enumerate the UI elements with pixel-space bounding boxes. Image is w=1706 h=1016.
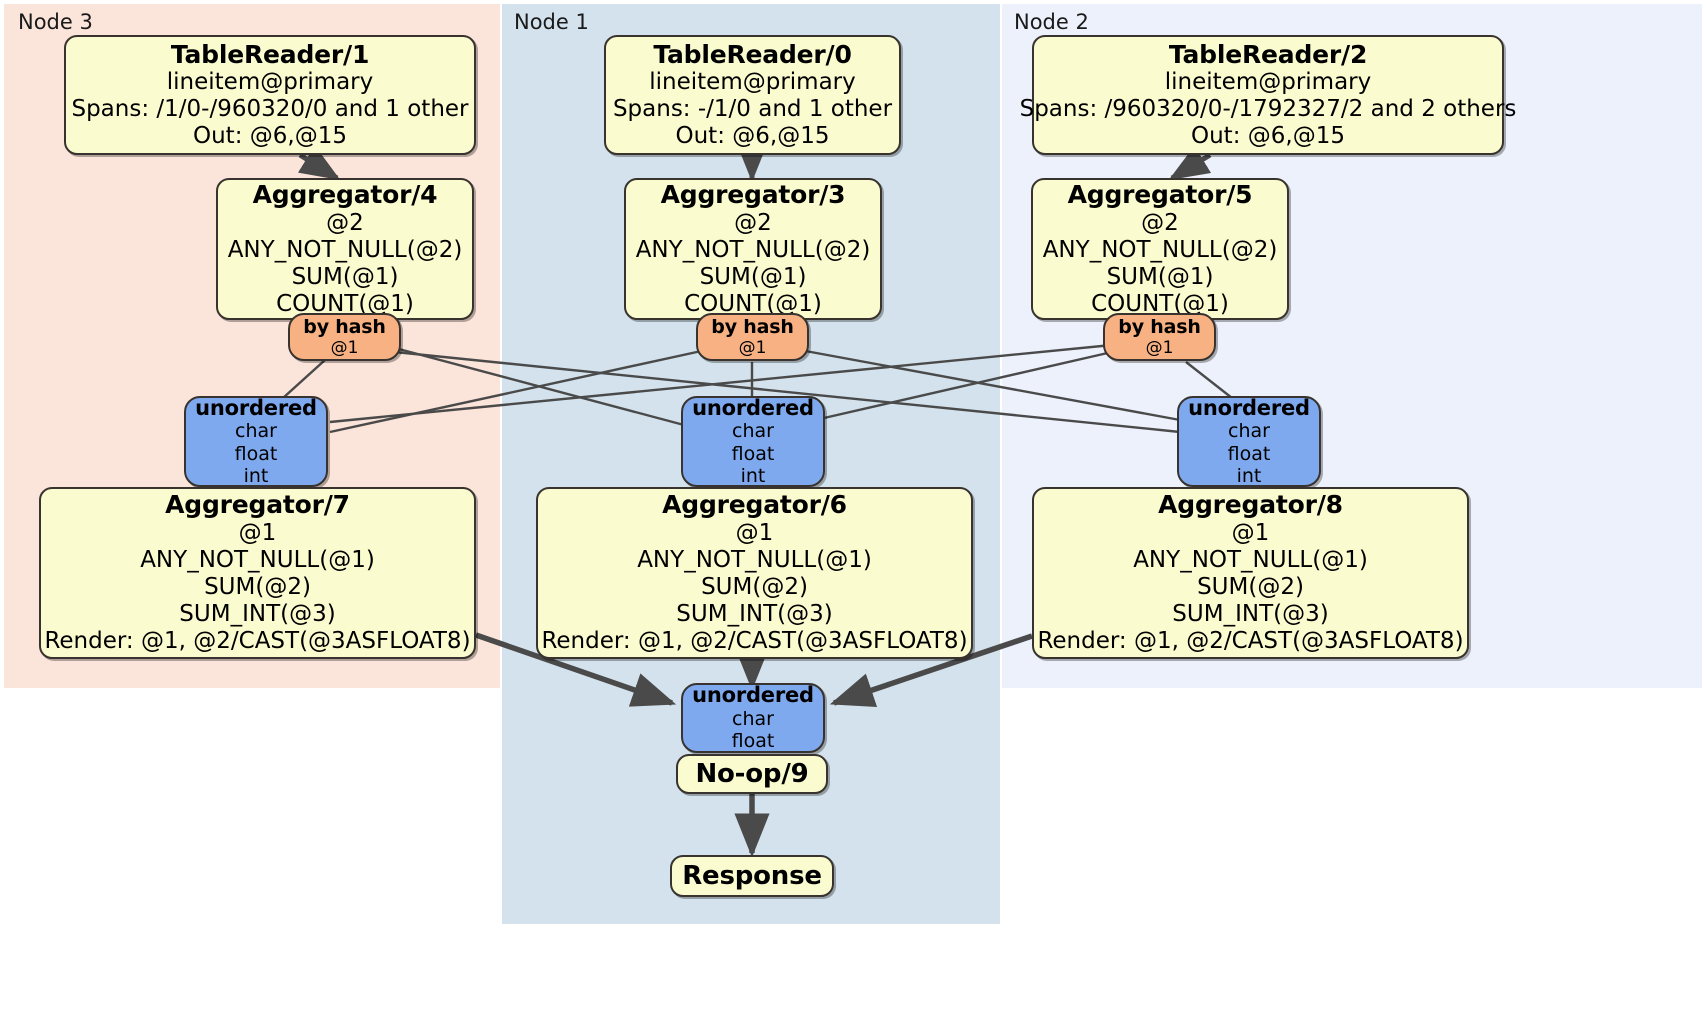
processor-title: No-op/9 [695,758,809,789]
hash-router-column: @1 [1145,338,1174,359]
processor-title: Aggregator/4 [252,180,438,209]
processor-detail-agg3: COUNT(@1) [1091,290,1229,317]
processor-title: Aggregator/5 [1067,180,1253,209]
processor-detail-groupcol: @1 [238,519,277,546]
processor-detail-agg1: ANY_NOT_NULL(@1) [637,547,872,574]
processor-aggregator-4[interactable]: Aggregator/4 @2 ANY_NOT_NULL(@2) SUM(@1)… [216,178,474,320]
synchronizer-type-0: char [235,420,277,443]
synchronizer-unordered-final[interactable]: unordered char float [681,683,825,753]
processor-title: TableReader/2 [1168,39,1368,69]
hash-router-5[interactable]: by hash @1 [1103,313,1216,361]
processor-detail-groupcol: @2 [326,209,364,236]
processor-detail-render: Render: @1, @2/CAST(@3ASFLOAT8) [44,628,471,655]
node-panel-label-node2: Node 2 [1014,10,1089,34]
processor-detail-spans: Spans: /960320/0-/1792327/2 and 2 others [1019,96,1517,123]
processor-detail-agg3: SUM_INT(@3) [1172,601,1329,628]
processor-detail-agg2: SUM(@1) [1106,263,1214,290]
synchronizer-type-1: float [731,442,775,465]
synchronizer-type-2: int [1236,465,1262,488]
synchronizer-type-1: float [731,730,775,753]
processor-tablereader-1[interactable]: TableReader/1 lineitem@primary Spans: /1… [64,35,476,155]
processor-detail-spans: Spans: -/1/0 and 1 other [612,96,893,123]
processor-detail-agg1: ANY_NOT_NULL(@2) [635,236,871,263]
processor-response[interactable]: Response [670,855,834,897]
synchronizer-unordered-6[interactable]: unordered char float int [681,396,825,487]
processor-title: Aggregator/8 [1158,490,1343,520]
processor-detail-agg3: COUNT(@1) [276,290,414,317]
processor-aggregator-7[interactable]: Aggregator/7 @1 ANY_NOT_NULL(@1) SUM(@2)… [39,487,476,659]
synchronizer-title: unordered [195,395,317,420]
hash-router-column: @1 [738,338,767,359]
processor-detail-table: lineitem@primary [1164,69,1372,96]
hash-router-column: @1 [330,338,359,359]
hash-router-title: by hash [711,315,794,338]
synchronizer-title: unordered [692,395,814,420]
processor-detail-groupcol: @2 [1141,209,1179,236]
processor-detail-table: lineitem@primary [166,69,374,96]
synchronizer-title: unordered [1188,395,1310,420]
synchronizer-type-1: float [1227,442,1271,465]
processor-tablereader-0[interactable]: TableReader/0 lineitem@primary Spans: -/… [604,35,901,155]
processor-detail-groupcol: @1 [735,519,774,546]
processor-detail-out: Out: @6,@15 [1191,123,1345,150]
node-panel-label-node1: Node 1 [514,10,589,34]
processor-detail-groupcol: @1 [1231,519,1270,546]
processor-title: TableReader/1 [170,39,370,69]
processor-aggregator-5[interactable]: Aggregator/5 @2 ANY_NOT_NULL(@2) SUM(@1)… [1031,178,1289,320]
hash-router-4[interactable]: by hash @1 [288,313,401,361]
processor-title: Aggregator/7 [165,490,350,520]
synchronizer-unordered-7[interactable]: unordered char float int [184,396,328,487]
processor-detail-table: lineitem@primary [649,69,856,96]
processor-detail-agg2: SUM(@2) [1197,574,1304,601]
synchronizer-title: unordered [692,683,814,708]
hash-router-3[interactable]: by hash @1 [696,313,809,361]
synchronizer-type-0: char [1228,420,1270,443]
processor-detail-agg2: SUM(@2) [204,574,311,601]
processor-detail-agg3: SUM_INT(@3) [179,601,336,628]
node-panel-label-node3: Node 3 [18,10,93,34]
processor-detail-groupcol: @2 [734,209,772,236]
synchronizer-unordered-8[interactable]: unordered char float int [1177,396,1321,487]
processor-aggregator-8[interactable]: Aggregator/8 @1 ANY_NOT_NULL(@1) SUM(@2)… [1032,487,1469,659]
processor-title: Aggregator/3 [660,180,846,209]
synchronizer-type-2: int [740,465,766,488]
processor-detail-render: Render: @1, @2/CAST(@3ASFLOAT8) [541,628,968,655]
processor-detail-agg3: SUM_INT(@3) [676,601,833,628]
processor-title: Response [682,860,822,891]
processor-title: Aggregator/6 [662,490,847,520]
processor-detail-agg2: SUM(@1) [291,263,399,290]
processor-noop-9[interactable]: No-op/9 [676,754,828,794]
synchronizer-type-0: char [732,420,774,443]
processor-title: TableReader/0 [653,39,852,69]
processor-detail-agg1: ANY_NOT_NULL(@1) [1133,547,1368,574]
processor-aggregator-3[interactable]: Aggregator/3 @2 ANY_NOT_NULL(@2) SUM(@1)… [624,178,882,320]
hash-router-title: by hash [1118,315,1201,338]
processor-detail-agg1: ANY_NOT_NULL(@1) [140,547,375,574]
hash-router-title: by hash [303,315,386,338]
processor-aggregator-6[interactable]: Aggregator/6 @1 ANY_NOT_NULL(@1) SUM(@2)… [536,487,973,659]
synchronizer-type-1: float [234,442,278,465]
processor-detail-out: Out: @6,@15 [193,123,347,150]
synchronizer-type-2: int [243,465,269,488]
processor-detail-agg1: ANY_NOT_NULL(@2) [1042,236,1278,263]
processor-tablereader-2[interactable]: TableReader/2 lineitem@primary Spans: /9… [1020,35,1516,155]
processor-detail-agg2: SUM(@2) [701,574,808,601]
processor-detail-spans: Spans: /1/0-/960320/0 and 1 other [71,96,469,123]
processor-detail-agg1: ANY_NOT_NULL(@2) [227,236,463,263]
processor-detail-render: Render: @1, @2/CAST(@3ASFLOAT8) [1037,628,1464,655]
synchronizer-type-0: char [732,707,774,730]
processor-detail-out: Out: @6,@15 [675,123,830,150]
processor-detail-agg2: SUM(@1) [699,263,807,290]
processor-detail-agg3: COUNT(@1) [684,290,822,317]
